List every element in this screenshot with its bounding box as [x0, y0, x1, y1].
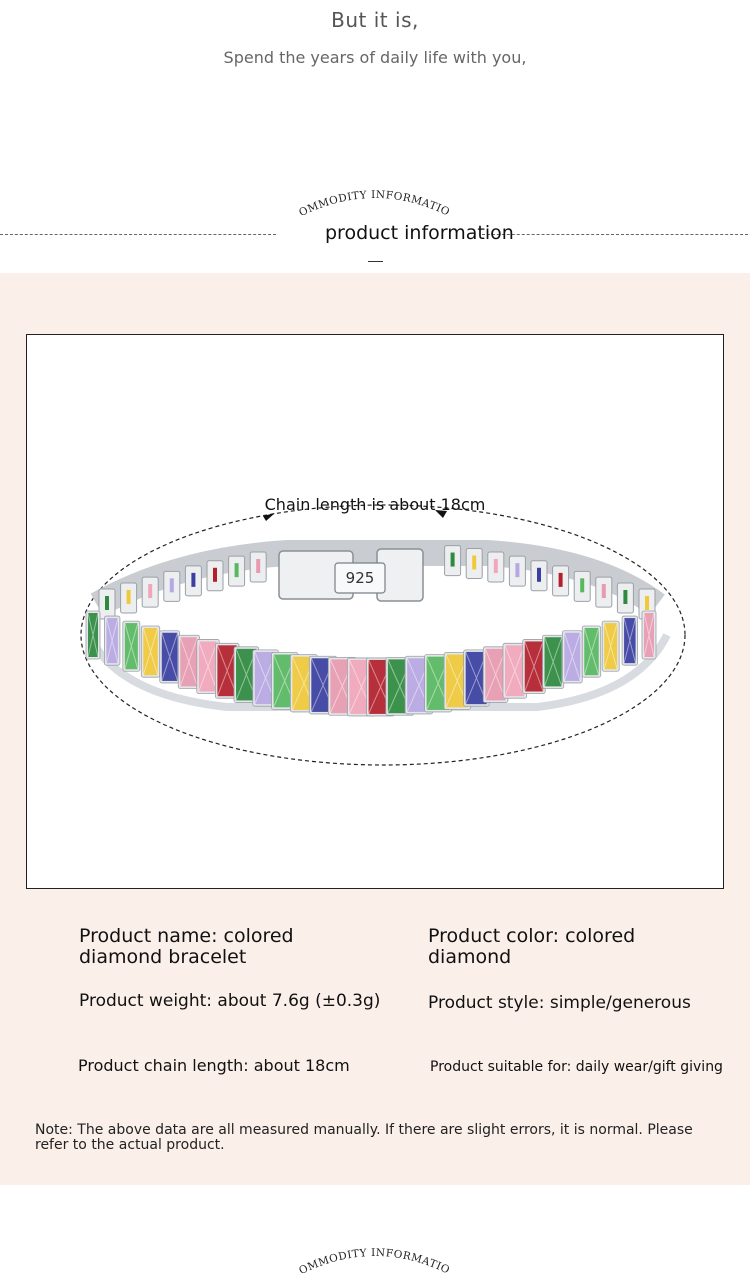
- back-link: [228, 555, 246, 587]
- back-link: [206, 560, 224, 592]
- back-link: [249, 551, 267, 583]
- front-gem: [214, 642, 240, 699]
- commodity-arc-label: COMMODITY INFORMATION: [290, 182, 460, 222]
- front-gem: [196, 639, 220, 694]
- front-gem: [621, 615, 638, 666]
- back-link: [508, 555, 526, 587]
- back-link: [98, 588, 116, 620]
- intro-subtitle: Spend the years of daily life with you,: [223, 48, 527, 67]
- front-gem: [502, 642, 528, 699]
- title-underline: [368, 261, 383, 262]
- back-link: [120, 582, 138, 614]
- front-gem: [522, 639, 546, 694]
- svg-text:COMMODITY INFORMATION: COMMODITY INFORMATION: [290, 182, 452, 219]
- spec-product-weight: Product weight: about 7.6g (±0.3g): [79, 991, 381, 1011]
- front-gem: [122, 620, 141, 672]
- front-gem: [177, 634, 200, 689]
- front-gem: [641, 610, 657, 660]
- back-link: [487, 551, 505, 583]
- spec-product-name: Product name: colored diamond bracelet: [79, 925, 294, 968]
- back-link: [184, 565, 202, 597]
- commodity-arc-text-2: COMMODITY INFORMATION: [290, 1240, 451, 1277]
- front-gem: [561, 630, 583, 684]
- footer-strip: [9, 1185, 748, 1216]
- back-link: [444, 545, 462, 577]
- front-gem: [85, 610, 101, 660]
- back-link: [573, 570, 591, 602]
- spec-product-color: Product color: colored diamond: [428, 925, 636, 968]
- back-link: [465, 547, 483, 579]
- divider-left: [0, 234, 276, 235]
- product-photo: 925 Chain length is about 18cm: [26, 334, 724, 889]
- front-gem: [581, 625, 602, 678]
- front-gem: [104, 615, 121, 666]
- back-link: [530, 560, 548, 592]
- front-gem: [601, 620, 620, 672]
- svg-text:COMMODITY INFORMATION: COMMODITY INFORMATION: [290, 1240, 452, 1277]
- measurement-note: Note: The above data are all measured ma…: [35, 1122, 693, 1153]
- arrow-left-icon: [263, 513, 275, 521]
- back-link: [616, 582, 634, 614]
- commodity-arc-text: COMMODITY INFORMATION: [290, 182, 451, 219]
- spec-suitable-for: Product suitable for: daily wear/gift gi…: [430, 1059, 723, 1075]
- bracelet-illustration: 925: [80, 504, 686, 766]
- intro-title: But it is,: [331, 8, 419, 32]
- section-title: product information: [325, 222, 514, 244]
- front-gem: [542, 634, 565, 689]
- commodity-arc-label-2: COMMODITY INFORMATION: [290, 1240, 460, 1280]
- front-gem: [482, 646, 509, 703]
- divider-right: [482, 234, 748, 235]
- back-link: [595, 576, 613, 608]
- front-gem: [159, 630, 181, 684]
- chain-caption: Chain length is about 18cm: [264, 495, 486, 514]
- clasp: 925: [278, 548, 424, 602]
- clasp-stamp: 925: [346, 569, 375, 587]
- back-link: [163, 570, 181, 602]
- front-gem: [140, 625, 161, 678]
- back-link: [141, 576, 159, 608]
- spec-chain-length: Product chain length: about 18cm: [78, 1056, 350, 1075]
- back-link: [552, 565, 570, 597]
- measurement-ellipse: [80, 504, 686, 766]
- chain-front-edge: [85, 633, 671, 711]
- spec-product-style: Product style: simple/generous: [428, 993, 691, 1013]
- arrow-right-icon: [435, 510, 447, 518]
